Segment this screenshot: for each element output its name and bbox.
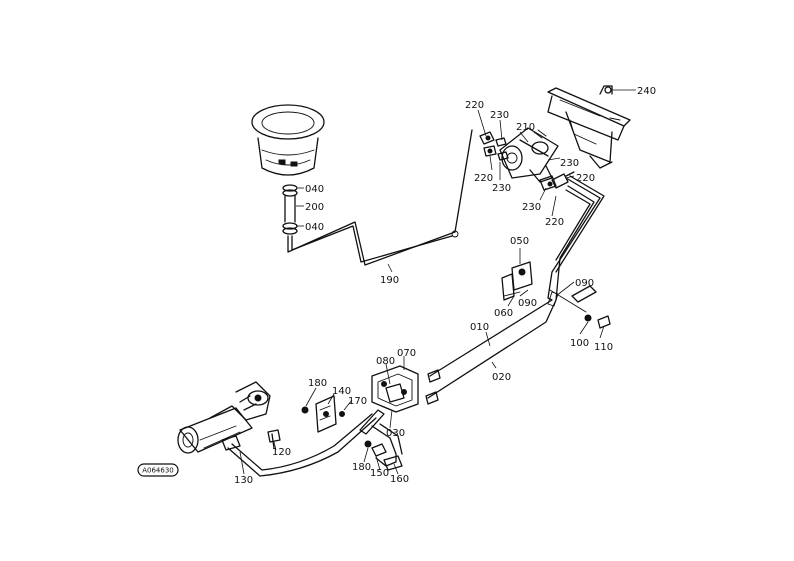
pipe-130 bbox=[227, 409, 385, 477]
label-220-left: 220 bbox=[474, 173, 493, 184]
drawing-code-stamp: A064630 bbox=[137, 463, 179, 477]
label-020: 020 bbox=[492, 372, 511, 383]
label-010: 010 bbox=[470, 322, 489, 333]
label-170: 170 bbox=[348, 396, 367, 407]
reservoir-hose-200 bbox=[282, 184, 298, 235]
union-fittings bbox=[479, 131, 575, 191]
label-140: 140 bbox=[332, 386, 351, 397]
label-220-right: 220 bbox=[576, 173, 595, 184]
label-060: 060 bbox=[494, 308, 513, 319]
bolt-180-lower bbox=[364, 440, 372, 448]
bracket-070 bbox=[371, 365, 419, 413]
label-160: 160 bbox=[390, 474, 409, 485]
pipe-120 bbox=[267, 429, 281, 449]
label-100: 100 bbox=[570, 338, 589, 349]
bracket-140 bbox=[315, 395, 337, 433]
label-230-right: 230 bbox=[560, 158, 579, 169]
label-030: 030 bbox=[386, 428, 405, 439]
tee-fitting-080 bbox=[385, 369, 441, 405]
label-210: 210 bbox=[516, 122, 535, 133]
label-040-lower: 040 bbox=[305, 222, 324, 233]
label-190: 190 bbox=[380, 275, 399, 286]
label-130: 130 bbox=[234, 475, 253, 486]
label-200: 200 bbox=[305, 202, 324, 213]
label-220-top: 220 bbox=[465, 100, 484, 111]
label-090-right: 090 bbox=[575, 278, 594, 289]
bolt-180-upper bbox=[301, 406, 309, 414]
label-040-upper: 040 bbox=[305, 184, 324, 195]
label-110: 110 bbox=[594, 342, 613, 353]
pipe-190 bbox=[287, 129, 473, 266]
label-220-bottom: 220 bbox=[545, 217, 564, 228]
label-050: 050 bbox=[510, 236, 529, 247]
drawing-code-text: A064630 bbox=[142, 467, 174, 475]
label-240: 240 bbox=[637, 86, 656, 97]
label-120: 120 bbox=[272, 447, 291, 458]
pedal-bracket bbox=[547, 85, 631, 169]
label-080: 080 bbox=[376, 356, 395, 367]
hose-end-130 bbox=[221, 435, 241, 451]
label-150: 150 bbox=[370, 468, 389, 479]
pipe-150-160 bbox=[371, 423, 403, 471]
label-230-bottom: 230 bbox=[522, 202, 541, 213]
label-230-top: 230 bbox=[490, 110, 509, 121]
pipe-020 bbox=[427, 185, 595, 399]
fluid-reservoir bbox=[251, 104, 325, 176]
label-180-upper: 180 bbox=[308, 378, 327, 389]
callout-labels: 040 200 040 190 220 230 210 220 230 230 … bbox=[234, 86, 656, 486]
slave-cylinder bbox=[177, 381, 271, 454]
bolt-170 bbox=[339, 411, 345, 417]
label-070: 070 bbox=[397, 348, 416, 359]
label-230-left: 230 bbox=[492, 183, 511, 194]
label-090-left: 090 bbox=[518, 298, 537, 309]
master-cylinder-210 bbox=[499, 127, 559, 183]
pipe-010 bbox=[429, 175, 605, 377]
label-180-lower: 180 bbox=[352, 462, 371, 473]
bracket-050 bbox=[501, 261, 533, 301]
clamp-090-bolt bbox=[549, 285, 611, 329]
leader-lines bbox=[239, 89, 636, 475]
